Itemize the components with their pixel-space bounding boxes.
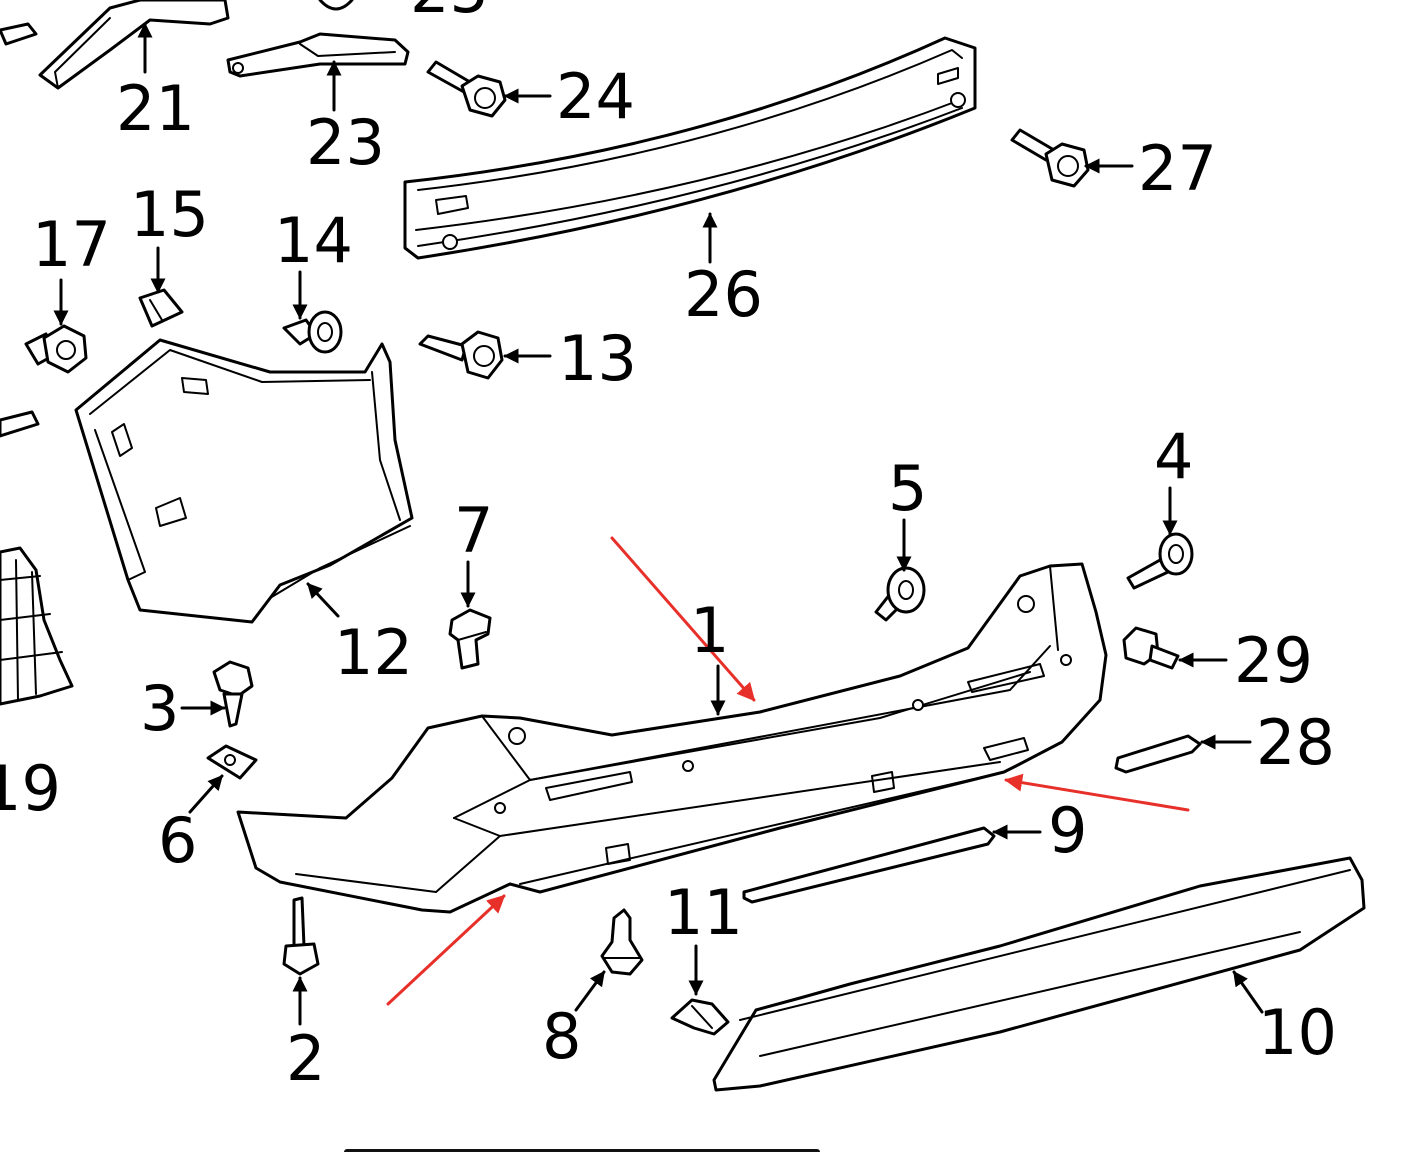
- part-28-reflector: [1114, 734, 1202, 774]
- callout-1: 1: [690, 594, 729, 667]
- callout-labels: 1 2 3 4 5 6 7 8 9 10 11 12 13 14 15 17 1…: [0, 0, 1337, 1095]
- part-19-panel: [0, 546, 74, 706]
- callout-10: 10: [1258, 996, 1337, 1069]
- callout-5: 5: [888, 452, 927, 525]
- callout-9: 9: [1048, 794, 1087, 867]
- part-29-bolt: [1122, 626, 1180, 670]
- part-11-clip: [670, 998, 730, 1036]
- part-21-bracket: [38, 0, 230, 90]
- part-4-screw: [1126, 532, 1194, 590]
- part-12-side-bracket: [74, 338, 414, 624]
- callout-15: 15: [130, 178, 209, 251]
- part-9-molding-strip: [742, 826, 996, 904]
- part-13-bolt: [418, 330, 504, 380]
- callout-21: 21: [116, 72, 195, 145]
- red-arrow-bottom: [386, 894, 506, 1006]
- callout-7: 7: [454, 494, 493, 567]
- part-6-clip-nut: [206, 744, 258, 780]
- callout-8: 8: [542, 1000, 581, 1073]
- part-15-clip: [138, 288, 184, 328]
- callout-11: 11: [664, 876, 743, 949]
- part-10-lower-valance: [712, 856, 1366, 1092]
- part-screw-edge-top: [0, 22, 38, 46]
- red-annotation-arrows: [386, 536, 1190, 1006]
- part-2-bolt: [282, 896, 320, 976]
- red-arrow-right: [1004, 773, 1190, 812]
- part-26-reinforcement-bar: [403, 36, 977, 260]
- part-5-clip: [874, 566, 926, 622]
- callout-12: 12: [334, 616, 413, 689]
- bottom-scroll-bar: [344, 1149, 820, 1152]
- part-17-nut: [24, 324, 88, 374]
- callout-4: 4: [1154, 420, 1193, 493]
- callout-23: 23: [306, 106, 385, 179]
- part-7-push-pin: [448, 608, 492, 670]
- callout-25: 25: [410, 0, 489, 27]
- part-3-screw: [212, 660, 254, 728]
- red-arrow-top: [610, 536, 756, 702]
- callout-17: 17: [32, 208, 111, 281]
- part-14-clip: [282, 310, 343, 354]
- callout-28: 28: [1256, 706, 1335, 779]
- leader-lines: [53, 22, 1264, 1026]
- callout-24: 24: [556, 60, 635, 133]
- part-1-bumper-cover: [236, 562, 1108, 914]
- part-24-bolt: [426, 60, 507, 118]
- callout-14: 14: [274, 204, 353, 277]
- part-27-bolt: [1010, 128, 1090, 188]
- callout-2: 2: [286, 1022, 325, 1095]
- callout-26: 26: [684, 258, 763, 331]
- callout-19: 19: [0, 752, 61, 825]
- callout-27: 27: [1138, 132, 1217, 205]
- part-25-clip: [318, 0, 354, 11]
- callout-29: 29: [1234, 624, 1313, 697]
- part-23-bracket: [226, 32, 410, 78]
- callout-13: 13: [558, 322, 637, 395]
- callout-6: 6: [158, 804, 197, 877]
- part-screw-edge-left: [0, 410, 40, 438]
- part-8-push-fastener: [600, 908, 644, 976]
- callout-3: 3: [140, 672, 179, 745]
